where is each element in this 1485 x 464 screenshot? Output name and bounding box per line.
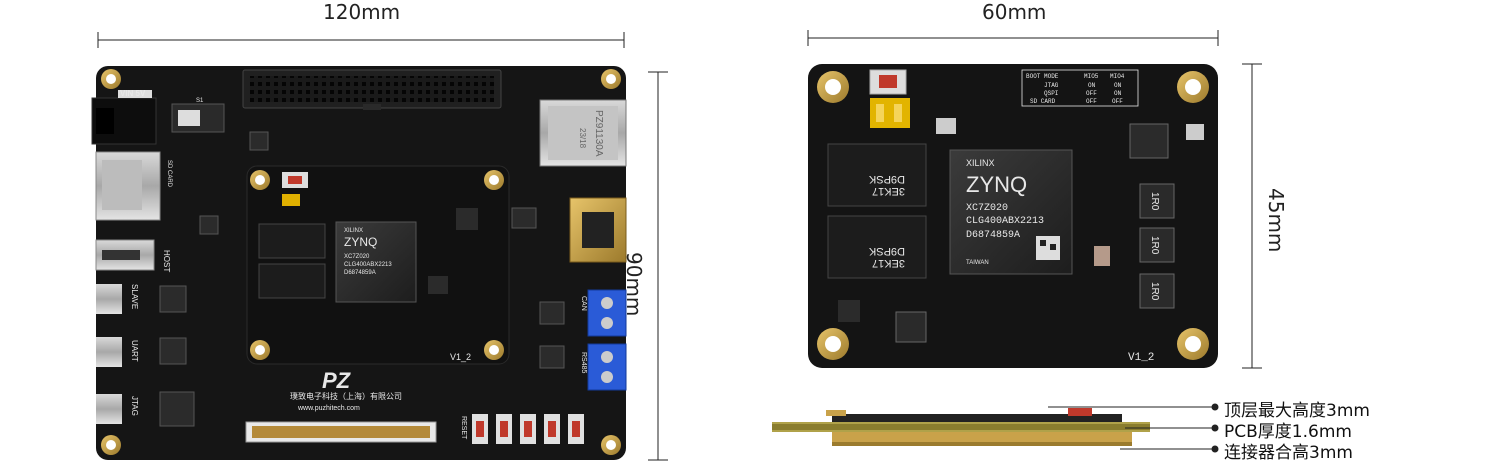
boot-header-mio4: MIO4 bbox=[1110, 73, 1125, 80]
dimension-45mm: 45mm bbox=[1264, 188, 1288, 253]
power-inductors bbox=[895, 183, 1175, 343]
vin-label: VIN 5V bbox=[120, 89, 146, 98]
switch-label: S1 bbox=[196, 98, 204, 104]
core-chip-origin: TAIWAN bbox=[966, 260, 989, 266]
uart-label: UART bbox=[130, 340, 139, 362]
core-version-label: V1_2 bbox=[1128, 352, 1154, 364]
top-pin-header bbox=[242, 69, 502, 110]
power-jack bbox=[91, 90, 157, 145]
mounting-holes bbox=[101, 69, 621, 455]
ddr2-line1: D9PSK bbox=[868, 245, 905, 257]
ddr1-line2: 3EK17 bbox=[872, 185, 905, 197]
boot-mode-table: BOOT MODE MIO5 MIO4 JTAG ON ON QSPI OFF … bbox=[1026, 73, 1125, 105]
pmic2-label: 1R0 bbox=[1149, 236, 1160, 255]
mounted-chip-part: XC7Z020 bbox=[344, 254, 370, 260]
dimension-60mm: 60mm bbox=[982, 0, 1047, 24]
mounted-chip-lot: D6874859A bbox=[344, 270, 376, 276]
dimension-lines bbox=[97, 30, 1262, 461]
rs485-label: RS485 bbox=[580, 352, 587, 374]
core-chip-part: XC7Z020 bbox=[966, 203, 1008, 214]
mounted-chip-package: CLG400ABX2213 bbox=[344, 262, 392, 268]
brand-cn: 璞致电子科技（上海）有限公司 bbox=[290, 391, 402, 401]
ddr2-line2: 3EK17 bbox=[872, 257, 905, 269]
dimension-90mm: 90mm bbox=[622, 252, 646, 317]
ethernet-brand: PZ91130A bbox=[593, 110, 604, 157]
boot-row-sd-mio5: OFF bbox=[1086, 98, 1097, 105]
mounted-core-module bbox=[246, 165, 510, 365]
slide-switch bbox=[171, 103, 225, 133]
boot-row-qspi: QSPI bbox=[1044, 90, 1058, 97]
micro-usb-ports bbox=[96, 284, 122, 424]
screw-terminals bbox=[587, 289, 627, 391]
callout-connector-height: 连接器合高3mm bbox=[1224, 443, 1353, 463]
pmic1-label: 1R0 bbox=[1149, 192, 1160, 211]
core-chip-package: CLG400ABX2213 bbox=[966, 216, 1044, 227]
slave-label: SLAVE bbox=[130, 284, 139, 309]
callout-pcb-thickness: PCB厚度1.6mm bbox=[1224, 422, 1352, 442]
bottom-connector bbox=[245, 421, 437, 443]
boot-header-mode: BOOT MODE bbox=[1026, 73, 1059, 80]
core-chip-lot: D6874859A bbox=[966, 230, 1020, 241]
side-view bbox=[772, 408, 1150, 446]
callout-leaders bbox=[1048, 403, 1219, 453]
sd-card-slot bbox=[95, 151, 161, 221]
boot-row-jtag: JTAG bbox=[1044, 82, 1059, 89]
host-label: HOST bbox=[162, 250, 171, 272]
boot-header-mio5: MIO5 bbox=[1084, 73, 1099, 80]
boot-row-jtag-mio4: ON bbox=[1114, 82, 1122, 89]
ethernet-port bbox=[539, 99, 627, 167]
ddr1-line1: D9PSK bbox=[868, 173, 905, 185]
boot-row-sd-mio4: OFF bbox=[1112, 98, 1123, 105]
sd-card-label: SD CARD bbox=[166, 160, 172, 188]
brand-url: www.puzhitech.com bbox=[297, 405, 360, 412]
mounted-core-version: V1_2 bbox=[450, 352, 471, 362]
core-chip-brand: XILINX bbox=[966, 158, 995, 168]
reset-label: RESET bbox=[460, 416, 467, 440]
boot-row-qspi-mio4: ON bbox=[1114, 90, 1122, 97]
hdmi-port bbox=[569, 197, 627, 263]
core-chip-name: ZYNQ bbox=[966, 172, 1027, 197]
mounted-chip-brand: XILINX bbox=[344, 228, 363, 234]
boot-row-sd: SD CARD bbox=[1030, 98, 1056, 105]
boot-row-jtag-mio5: ON bbox=[1088, 82, 1096, 89]
pz-logo: PZ bbox=[322, 368, 352, 393]
small-components bbox=[159, 131, 565, 427]
ethernet-code: 23/18 bbox=[578, 128, 587, 149]
usb-host-port bbox=[95, 239, 155, 271]
push-buttons bbox=[472, 414, 584, 444]
core-board bbox=[808, 64, 1218, 368]
pmic3-label: 1R0 bbox=[1149, 282, 1160, 301]
carrier-board bbox=[91, 66, 627, 460]
boot-row-qspi-mio5: OFF bbox=[1086, 90, 1097, 97]
jtag-label: JTAG bbox=[130, 396, 139, 416]
core-mounting-holes bbox=[817, 71, 1209, 360]
callout-top-height: 顶层最大高度3mm bbox=[1224, 401, 1370, 421]
can-label: CAN bbox=[580, 296, 587, 311]
mounted-chip-name: ZYNQ bbox=[344, 235, 377, 249]
dimension-120mm: 120mm bbox=[323, 0, 401, 24]
